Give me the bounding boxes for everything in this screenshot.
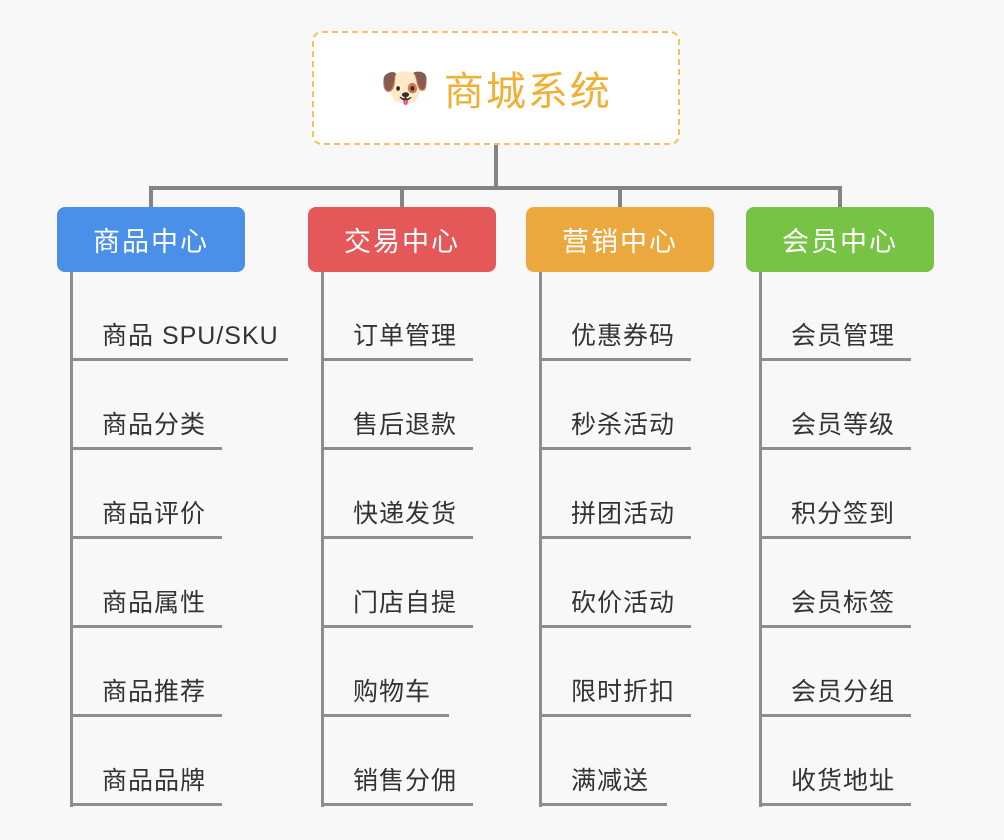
connector-horizontal-bus (149, 186, 842, 190)
leaf-rule (759, 714, 911, 717)
connector-root-stem (494, 145, 498, 190)
leaf-label: 商品分类 (102, 411, 207, 439)
leaf-label: 门店自提 (353, 589, 458, 617)
leaf-rule (539, 714, 691, 717)
leaf-label: 拼团活动 (571, 500, 676, 528)
leaf-label: 商品评价 (102, 500, 207, 528)
dog-face-icon: 🐶 (380, 66, 430, 110)
leaf-rule (321, 625, 473, 628)
category-trunk (539, 272, 542, 807)
leaf-label: 会员管理 (791, 322, 896, 350)
leaf-rule (539, 447, 691, 450)
leaf-label: 商品推荐 (102, 678, 207, 706)
category-header-trade[interactable]: 交易中心 (308, 207, 496, 272)
leaf-rule (321, 358, 473, 361)
leaf-label: 积分签到 (791, 500, 896, 528)
leaf-label: 优惠券码 (571, 322, 676, 350)
leaf-rule (759, 358, 911, 361)
leaf-rule (759, 803, 911, 806)
category-trunk (70, 272, 73, 807)
category-trunk (321, 272, 324, 807)
leaf-rule (70, 625, 222, 628)
leaf-label: 满减送 (571, 767, 650, 795)
leaf-label: 砍价活动 (571, 589, 676, 617)
leaf-rule (759, 447, 911, 450)
leaf-rule (70, 447, 222, 450)
category-header-product[interactable]: 商品中心 (57, 207, 245, 272)
leaf-rule (759, 625, 911, 628)
root-node[interactable]: 🐶 商城系统 (312, 31, 680, 145)
leaf-label: 快递发货 (353, 500, 458, 528)
leaf-rule (70, 536, 222, 539)
category-header-marketing[interactable]: 营销中心 (526, 207, 714, 272)
category-label: 会员中心 (782, 227, 898, 257)
leaf-label: 会员等级 (791, 411, 896, 439)
category-label: 营销中心 (562, 227, 678, 257)
category-trunk (759, 272, 762, 807)
leaf-rule (70, 803, 222, 806)
leaf-rule (539, 536, 691, 539)
leaf-label: 会员分组 (791, 678, 896, 706)
leaf-rule (539, 358, 691, 361)
category-label: 商品中心 (93, 227, 209, 257)
leaf-rule (539, 625, 691, 628)
connector-drop-4 (838, 186, 842, 210)
leaf-label: 购物车 (353, 678, 432, 706)
leaf-label: 收货地址 (791, 767, 896, 795)
leaf-label: 销售分佣 (353, 767, 458, 795)
connector-drop-1 (149, 186, 153, 210)
leaf-rule (70, 358, 288, 361)
leaf-rule (539, 803, 667, 806)
category-header-member[interactable]: 会员中心 (746, 207, 934, 272)
leaf-label: 商品 SPU/SKU (102, 322, 279, 350)
leaf-rule (321, 536, 473, 539)
category-label: 交易中心 (344, 227, 460, 257)
leaf-label: 秒杀活动 (571, 411, 676, 439)
leaf-label: 商品属性 (102, 589, 207, 617)
leaf-rule (321, 447, 473, 450)
connector-drop-3 (618, 186, 622, 210)
leaf-rule (321, 803, 473, 806)
leaf-rule (70, 714, 222, 717)
leaf-label: 订单管理 (353, 322, 458, 350)
connector-drop-2 (400, 186, 404, 210)
leaf-label: 售后退款 (353, 411, 458, 439)
leaf-label: 限时折扣 (571, 678, 676, 706)
leaf-label: 商品品牌 (102, 767, 207, 795)
root-title: 商城系统 (443, 70, 612, 114)
leaf-label: 会员标签 (791, 589, 896, 617)
leaf-rule (321, 714, 449, 717)
leaf-rule (759, 536, 911, 539)
